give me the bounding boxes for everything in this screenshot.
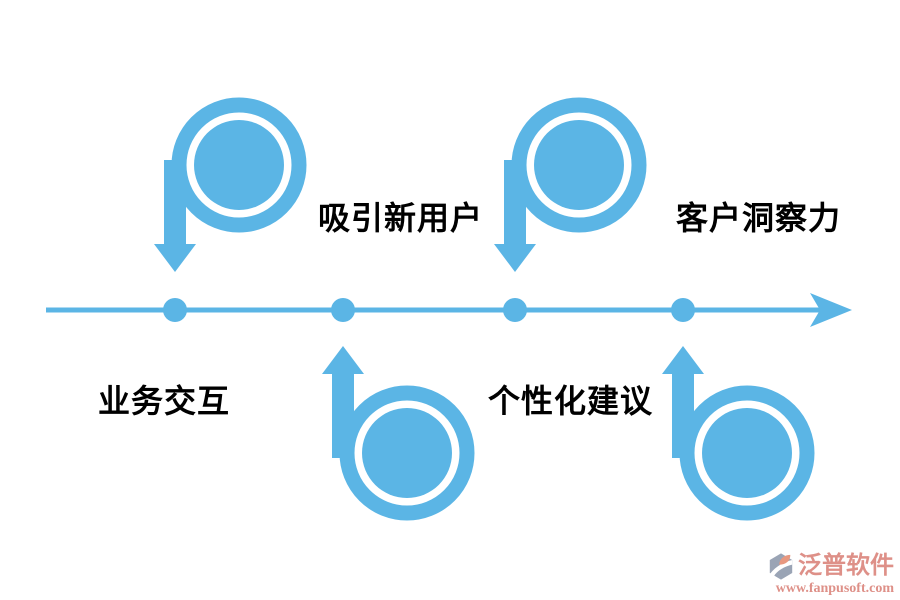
watermark-url: www.fanpusoft.com bbox=[775, 581, 894, 596]
timeline-node bbox=[331, 298, 355, 322]
watermark: 泛普软件 www.fanpusoft.com bbox=[767, 552, 894, 596]
label-customer-insight: 客户洞察力 bbox=[676, 200, 842, 236]
timeline-node bbox=[671, 298, 695, 322]
label-attract-new-users: 吸引新用户 bbox=[318, 200, 484, 236]
timeline-node bbox=[503, 298, 527, 322]
fanpu-logo-icon bbox=[769, 553, 793, 580]
p-loop-down-arrow-icon bbox=[494, 105, 639, 272]
b-loop-up-arrow-icon bbox=[322, 346, 467, 513]
timeline-arrowhead-icon bbox=[810, 293, 852, 327]
watermark-brand: 泛普软件 bbox=[798, 552, 894, 580]
label-personalized-advice: 个性化建议 bbox=[488, 383, 654, 419]
timeline-node bbox=[163, 298, 187, 322]
p-loop-down-arrow-icon bbox=[154, 105, 299, 272]
b-loop-up-arrow-icon bbox=[662, 346, 807, 513]
label-business-interaction: 业务交互 bbox=[98, 383, 231, 419]
